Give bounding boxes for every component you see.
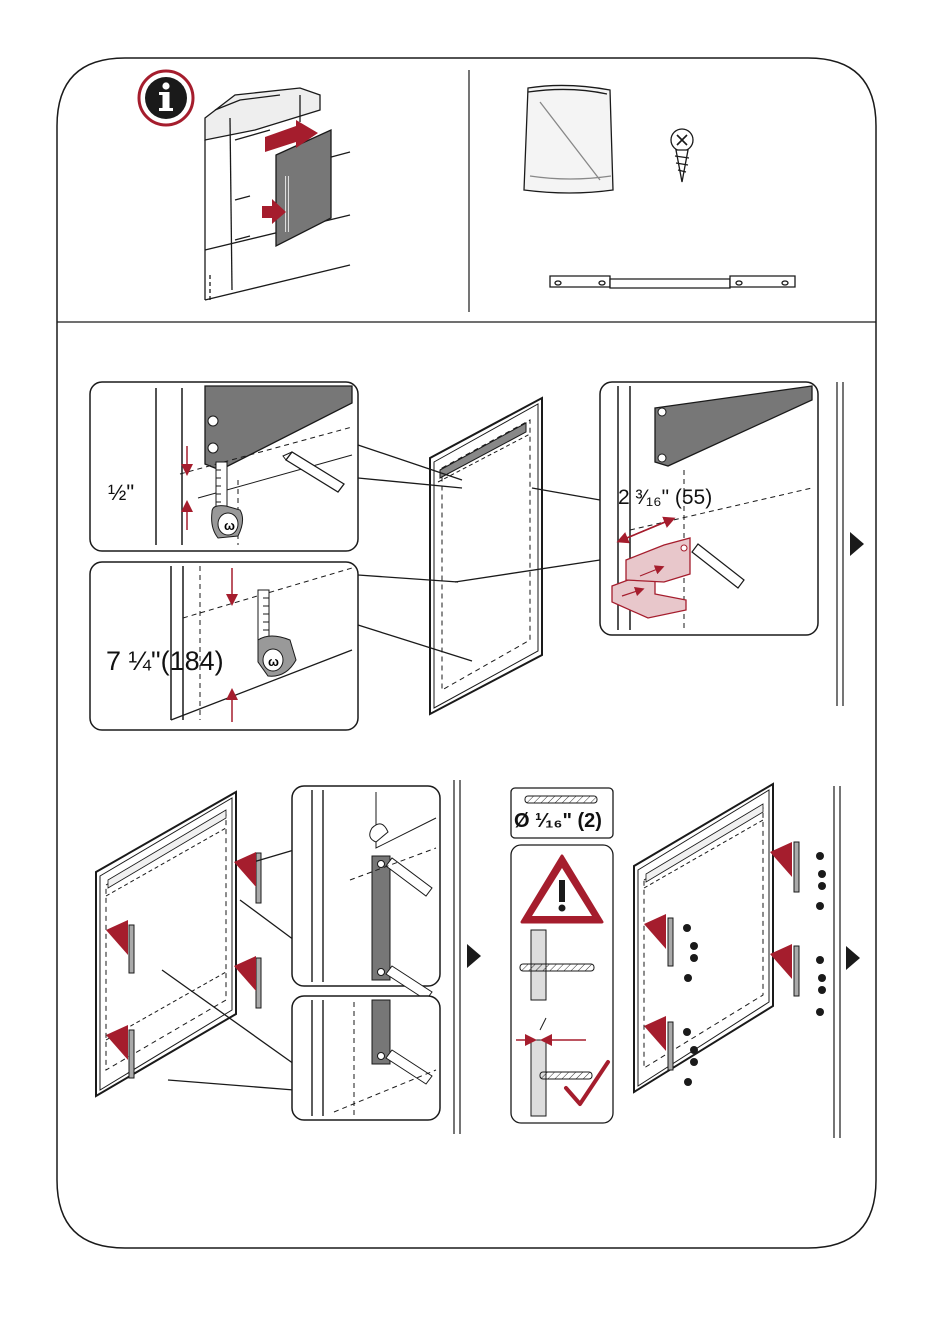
offset-184-label: 7 ¼"(184) xyxy=(106,646,224,677)
detail-bracket-top xyxy=(292,786,440,1000)
next-step-arrow-icon xyxy=(846,946,860,970)
svg-text:ω: ω xyxy=(268,654,279,669)
svg-text:ω: ω xyxy=(224,518,235,533)
cabinet-illustration xyxy=(205,88,350,300)
next-step-arrow-icon xyxy=(850,532,864,556)
step-separator xyxy=(454,780,460,1134)
offset-55-label: 2 ³⁄₁₆" (55) xyxy=(618,486,712,510)
parts-bag-icon xyxy=(524,85,613,193)
detail-bracket-bottom xyxy=(292,996,440,1120)
mounting-bracket-icon xyxy=(550,276,795,288)
half-inch-label: ½" xyxy=(108,480,134,506)
step-separator xyxy=(837,382,843,706)
info-icon xyxy=(139,71,193,125)
drill-size-label: Ø ¹⁄₁₆" (2) xyxy=(514,810,602,833)
door-panel-marking xyxy=(358,398,600,714)
next-step-arrow-icon xyxy=(467,944,481,968)
screw-icon xyxy=(671,129,693,182)
step-separator xyxy=(834,786,840,1138)
